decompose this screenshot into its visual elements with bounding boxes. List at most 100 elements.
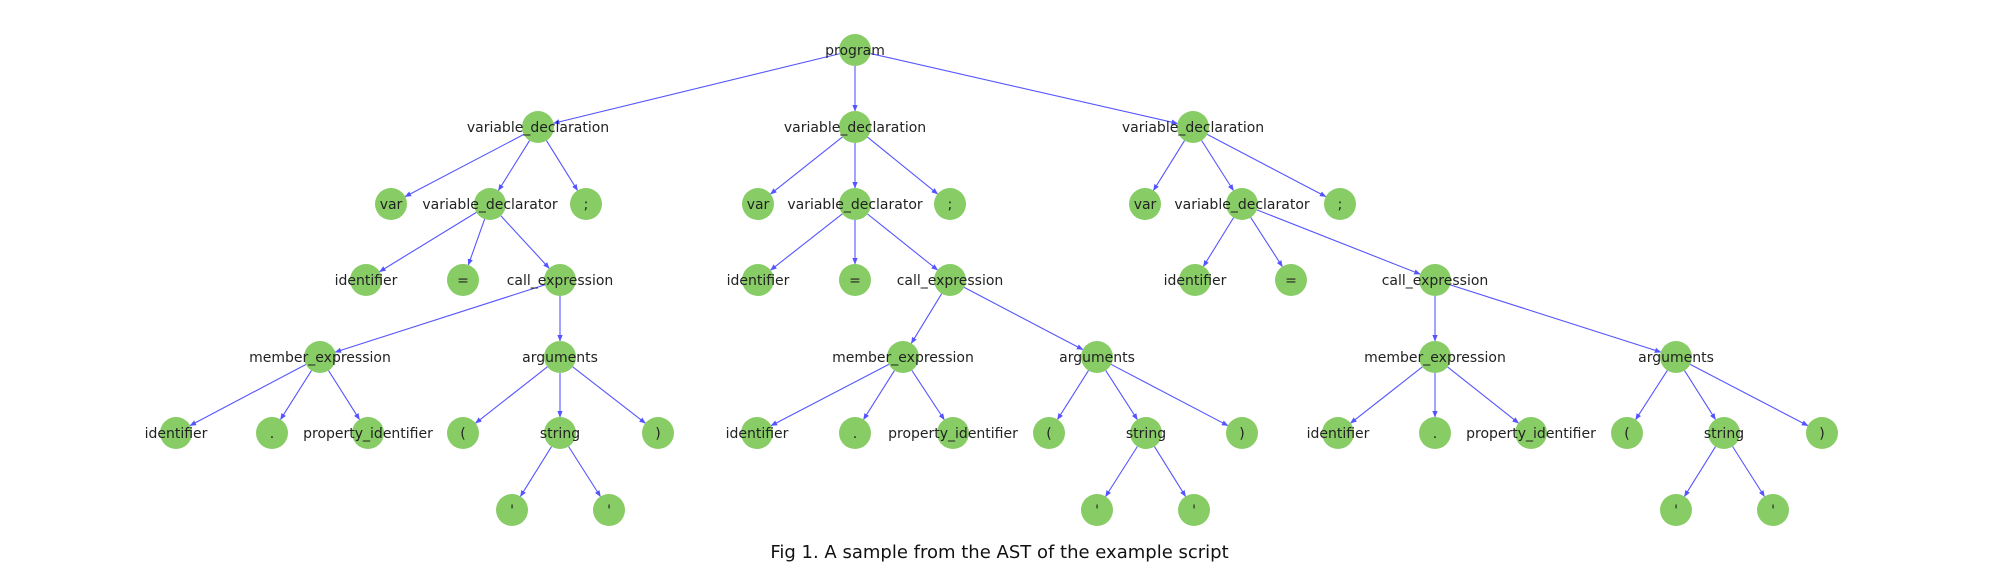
tree-node-label: ( bbox=[460, 426, 465, 442]
tree-edge bbox=[1689, 363, 1809, 427]
tree-edge bbox=[870, 53, 1179, 125]
tree-node bbox=[1226, 188, 1258, 220]
tree-node bbox=[1130, 417, 1162, 449]
tree-node bbox=[496, 494, 528, 526]
tree-edge bbox=[189, 363, 307, 427]
tree-node-label: variable_declarator bbox=[422, 197, 558, 213]
tree-edge bbox=[1105, 370, 1138, 421]
tree-node bbox=[1419, 264, 1451, 296]
tree-node bbox=[1324, 188, 1356, 220]
tree-node bbox=[352, 417, 384, 449]
tree-node bbox=[839, 188, 871, 220]
tree-node-label: call_expression bbox=[507, 273, 614, 289]
tree-edge bbox=[770, 213, 843, 271]
tree-node-label: variable_declarator bbox=[787, 197, 923, 213]
tree-node-label: ) bbox=[1239, 426, 1244, 442]
tree-edge bbox=[404, 133, 525, 198]
tree-node bbox=[1806, 417, 1838, 449]
tree-node-label: var bbox=[380, 197, 403, 213]
tree-node bbox=[544, 417, 576, 449]
tree-node-label: = bbox=[849, 273, 861, 289]
tree-edge bbox=[770, 136, 843, 195]
tree-edge bbox=[770, 363, 890, 427]
tree-node bbox=[839, 264, 871, 296]
tree-node bbox=[544, 264, 576, 296]
tree-node bbox=[1178, 494, 1210, 526]
tree-edge bbox=[1683, 446, 1717, 497]
figure-caption: Fig 1. A sample from the AST of the exam… bbox=[770, 542, 1229, 563]
tree-node bbox=[1226, 417, 1258, 449]
tree-node-label: . bbox=[1433, 426, 1437, 442]
tree-node-label: call_expression bbox=[1382, 273, 1489, 289]
tree-node bbox=[1708, 417, 1740, 449]
tree-node-label: arguments bbox=[1059, 350, 1135, 366]
tree-node bbox=[741, 417, 773, 449]
tree-node-label: identifier bbox=[145, 426, 208, 442]
tree-node bbox=[350, 264, 382, 296]
tree-edge bbox=[1201, 140, 1234, 192]
tree-edge bbox=[328, 370, 360, 421]
tree-node-label: arguments bbox=[1638, 350, 1714, 366]
tree-node bbox=[1177, 111, 1209, 143]
tree-node-label: variable_declaration bbox=[467, 120, 609, 136]
tree-node-label: member_expression bbox=[249, 350, 391, 366]
tree-edge bbox=[334, 284, 545, 353]
tree-node bbox=[447, 264, 479, 296]
tree-node-label: ( bbox=[1624, 426, 1629, 442]
tree-edge bbox=[1153, 446, 1187, 497]
tree-node-label: member_expression bbox=[832, 350, 974, 366]
tree-node-label: ; bbox=[1338, 197, 1343, 213]
tree-node-label: ; bbox=[584, 197, 589, 213]
tree-edge bbox=[963, 286, 1084, 351]
tree-edge bbox=[467, 218, 486, 266]
tree-node bbox=[887, 341, 919, 373]
tree-edge bbox=[1250, 217, 1283, 268]
tree-edge bbox=[1450, 284, 1662, 353]
tree-edge bbox=[1206, 133, 1327, 198]
tree-edge bbox=[1256, 209, 1421, 275]
tree-node-label: = bbox=[457, 273, 469, 289]
tree-edge bbox=[867, 136, 939, 195]
tree-edge bbox=[1202, 217, 1235, 267]
tree-node bbox=[160, 417, 192, 449]
tree-node bbox=[1660, 494, 1692, 526]
tree-edge bbox=[519, 446, 553, 497]
tree-edge bbox=[1635, 370, 1668, 421]
tree-node bbox=[544, 341, 576, 373]
tree-node-label: variable_declaration bbox=[1122, 120, 1264, 136]
tree-edge bbox=[1684, 370, 1716, 421]
tree-node-label: . bbox=[270, 426, 274, 442]
tree-node-label: ' bbox=[1095, 503, 1099, 519]
tree-node-label: ; bbox=[948, 197, 953, 213]
tree-node-label: var bbox=[1134, 197, 1157, 213]
tree-node-label: variable_declarator bbox=[1174, 197, 1310, 213]
tree-node-label: string bbox=[1126, 426, 1166, 442]
tree-node bbox=[1179, 264, 1211, 296]
tree-node bbox=[1515, 417, 1547, 449]
tree-edge bbox=[379, 211, 477, 273]
tree-node bbox=[522, 111, 554, 143]
tree-node-label: identifier bbox=[726, 426, 789, 442]
tree-edge bbox=[863, 370, 895, 421]
tree-node-label: property_identifier bbox=[888, 426, 1018, 442]
tree-node-label: ) bbox=[655, 426, 660, 442]
tree-node bbox=[593, 494, 625, 526]
tree-node-label: ' bbox=[1771, 503, 1775, 519]
tree-edge bbox=[910, 293, 943, 344]
tree-node bbox=[839, 34, 871, 66]
tree-node bbox=[742, 264, 774, 296]
tree-node bbox=[474, 188, 506, 220]
tree-node bbox=[1129, 188, 1161, 220]
tree-node bbox=[642, 417, 674, 449]
tree-edge bbox=[497, 140, 531, 191]
tree-node bbox=[1611, 417, 1643, 449]
tree-edges bbox=[189, 53, 1809, 498]
tree-node-label: identifier bbox=[1307, 426, 1370, 442]
tree-node-label: arguments bbox=[522, 350, 598, 366]
tree-edge bbox=[500, 215, 550, 269]
tree-edge bbox=[572, 366, 646, 424]
tree-edge bbox=[475, 366, 548, 424]
tree-edge bbox=[1105, 446, 1138, 498]
